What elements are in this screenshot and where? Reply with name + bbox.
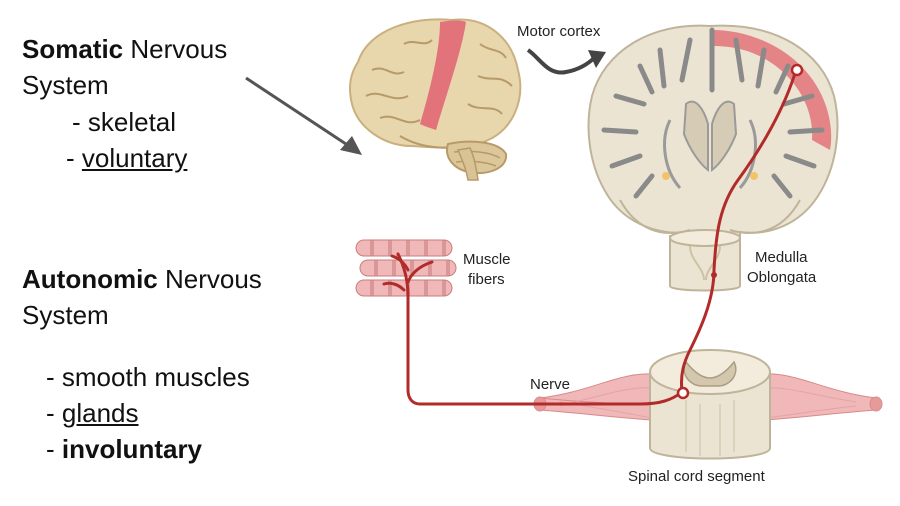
cortex-neuron-body [790, 63, 804, 77]
somatic-item2-text: voluntary [81, 143, 188, 173]
motor-cortex-arrow [526, 48, 606, 75]
autonomic-title: Autonomic Nervous [22, 262, 262, 296]
medulla-crossing-dot [711, 272, 717, 278]
label-spinal-cord: Spinal cord segment [628, 468, 766, 485]
upper-motor-neuron [680, 68, 798, 394]
brain-side-view [349, 18, 522, 181]
somatic-title-rest: Nervous [123, 34, 228, 64]
somatic-item1-text: skeletal [87, 107, 177, 137]
medulla-block [669, 229, 741, 292]
autonomic-item3-text: involuntary [61, 434, 203, 464]
somatic-item2-prefix: - [66, 143, 82, 173]
somatic-title: Somatic Nervous [22, 32, 227, 66]
autonomic-item-glands: - glands [46, 396, 139, 430]
lower-motor-neuron [382, 252, 684, 406]
label-muscle-line2: fibers [468, 271, 505, 288]
autonomic-item-smooth: - smooth muscles [46, 360, 250, 394]
spinal-neuron-body [676, 386, 690, 400]
autonomic-title-bold: Autonomic [22, 264, 158, 294]
label-medulla-line1: Medulla [755, 249, 808, 266]
somatic-title-line2: System [22, 70, 109, 100]
autonomic-title-line2: System [22, 300, 109, 330]
autonomic-title-rest: Nervous [157, 264, 262, 294]
autonomic-item1-text: smooth muscles [61, 362, 250, 392]
autonomic-item2-text: glands [61, 398, 139, 428]
label-muscle-line1: Muscle [463, 251, 511, 268]
somatic-item-voluntary: - voluntary [66, 141, 187, 175]
label-medulla-line2: Oblongata [747, 269, 817, 286]
motor-pathway [382, 68, 798, 406]
label-nerve: Nerve [530, 376, 570, 393]
spinal-cord-segment [649, 349, 771, 460]
autonomic-item-involuntary: - involuntary [46, 432, 202, 466]
somatic-item-skeletal: - skeletal [72, 105, 176, 139]
brain-coronal-section [587, 24, 839, 245]
autonomic-item1-prefix: - [46, 362, 62, 392]
autonomic-item2-prefix: - [46, 398, 62, 428]
somatic-title-bold: Somatic [22, 34, 124, 64]
label-motor-cortex: Motor cortex [517, 23, 601, 40]
autonomic-item3-prefix: - [46, 434, 62, 464]
somatic-item1-prefix: - [72, 107, 88, 137]
pointer-arrow [245, 76, 362, 155]
